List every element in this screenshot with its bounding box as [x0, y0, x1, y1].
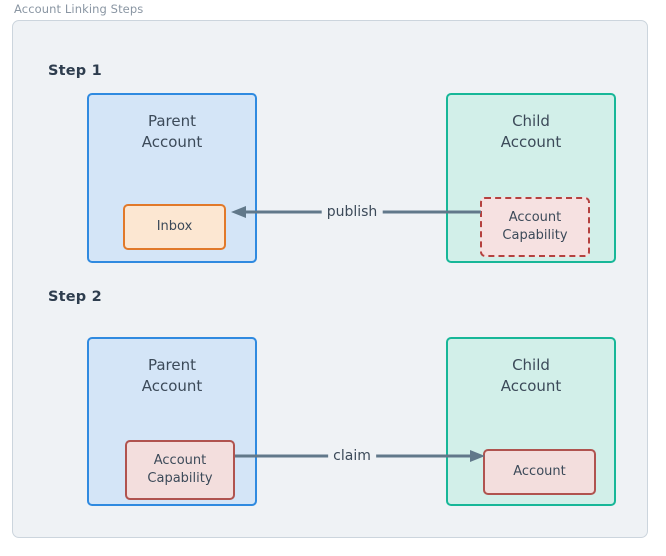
step-1-child-account-capability-box[interactable]: Account Capability: [480, 197, 590, 257]
step-1-parent-account-box[interactable]: Parent Account Inbox: [87, 93, 257, 263]
step-1-publish-arrowhead: [231, 206, 246, 218]
step-2-child-account-title: Child Account: [500, 356, 562, 395]
step-1-label: Step 1: [48, 63, 102, 79]
step-2-child-account-box[interactable]: Child Account Account: [446, 337, 616, 506]
step-2-claim-edge-label: claim: [328, 448, 376, 464]
step-2-label: Step 2: [48, 289, 102, 305]
step-2-parent-account-capability-box[interactable]: Account Capability: [125, 440, 235, 500]
step-1-child-account-title: Child Account: [500, 112, 562, 151]
step-2-child-account-box-inner[interactable]: Account: [483, 449, 596, 495]
step-2-claim-arrowhead: [470, 450, 485, 462]
step-1-parent-account-title: Parent Account: [141, 112, 203, 151]
step-1-parent-inbox-box[interactable]: Inbox: [123, 204, 226, 250]
step-2-parent-account-box[interactable]: Parent Account Account Capability: [87, 337, 257, 506]
step-1-publish-edge-label: publish: [321, 204, 383, 220]
figure-title: Account Linking Steps: [14, 2, 144, 16]
figure-frame: Step 1 Parent Account Inbox Child Accoun…: [12, 20, 648, 538]
step-2-parent-account-title: Parent Account: [141, 356, 203, 395]
step-1-child-account-box[interactable]: Child Account Account Capability: [446, 93, 616, 263]
